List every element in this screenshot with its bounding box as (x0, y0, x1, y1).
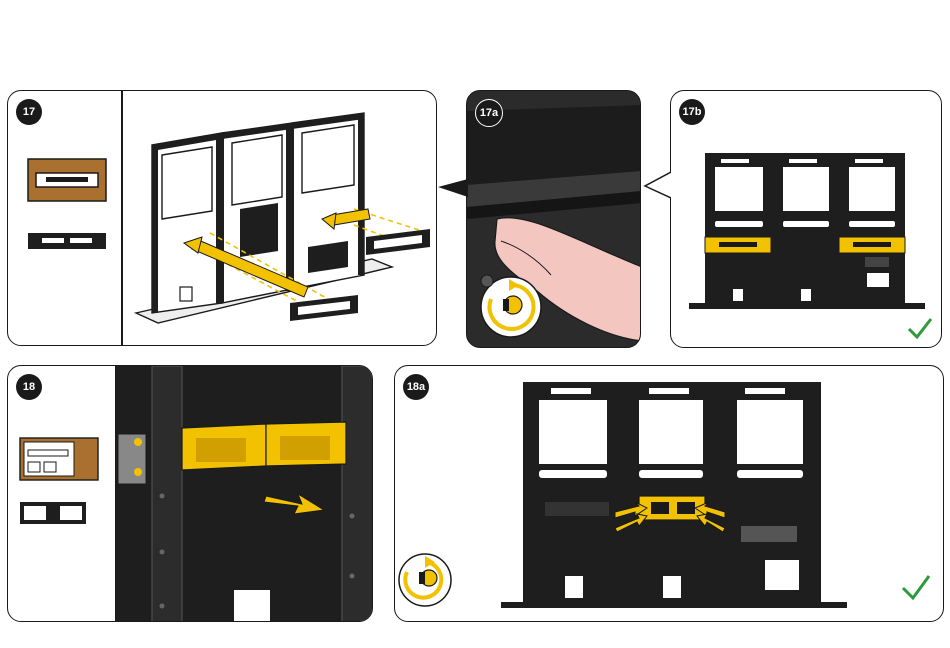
step-17b-panel: 17b (670, 90, 942, 348)
step-17-illustration (122, 91, 437, 346)
step-17-badge: 17 (16, 99, 42, 125)
bracket-part-icon (8, 141, 128, 321)
callout-connector (436, 175, 476, 215)
step-17a-badge: 17a (475, 99, 503, 127)
check-mark-icon (903, 576, 929, 598)
parts-box-icon (8, 426, 118, 606)
step-17a-illustration (467, 91, 641, 348)
callout-connector-right (641, 170, 671, 210)
screw-rotate-icon (399, 554, 451, 606)
step-17a-panel: 17a (466, 90, 641, 348)
step-17b-badge: 17b (679, 99, 705, 125)
step-18a-illustration (395, 366, 944, 622)
step-17b-illustration (671, 91, 942, 348)
step-18-panel: 18 (7, 365, 373, 622)
check-mark-icon (909, 319, 931, 337)
step-18a-badge: 18a (403, 374, 429, 400)
step-18-illustration (116, 366, 373, 622)
step-18-badge: 18 (16, 374, 42, 400)
step-18a-panel: 18a (394, 365, 944, 622)
step-17-panel: 17 (7, 90, 437, 346)
